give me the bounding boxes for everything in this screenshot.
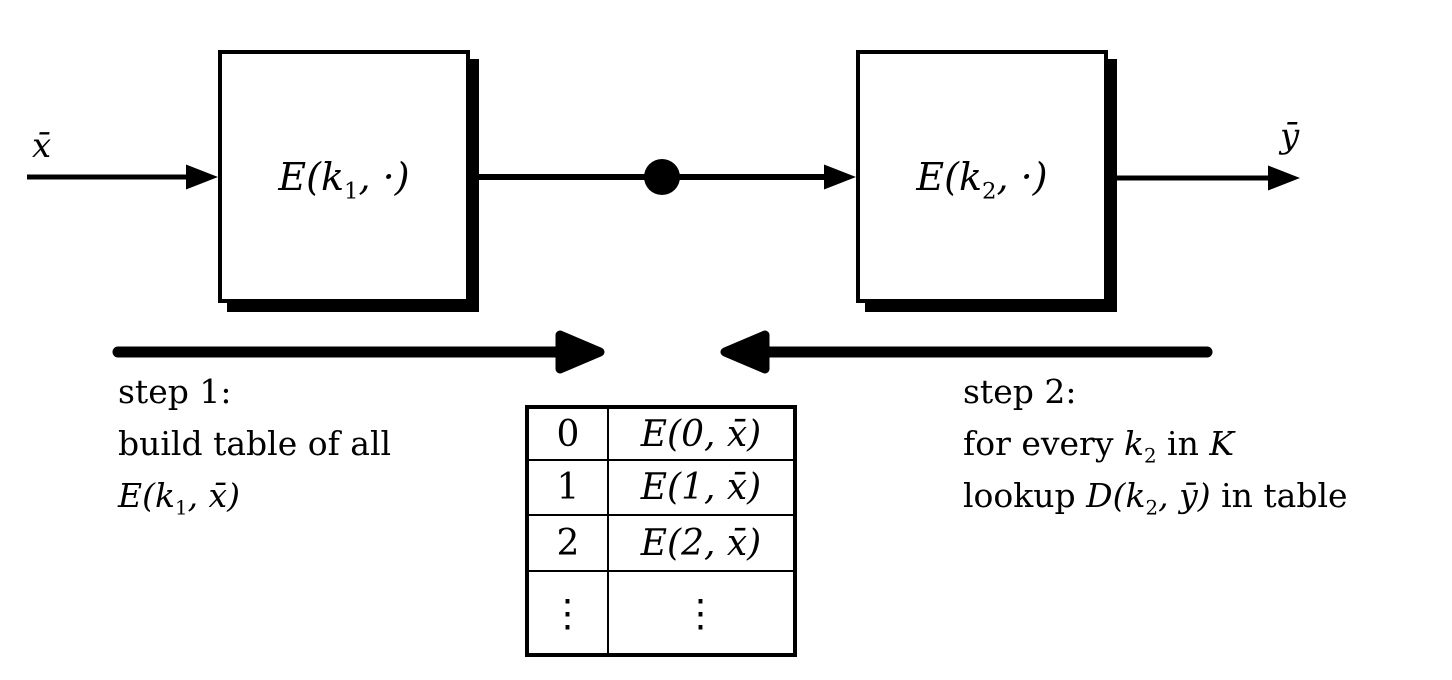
table-value-cell: E(2, x̄): [607, 514, 796, 572]
encryption-box-2: E(k2, ·): [856, 50, 1108, 303]
box1-label-post: , ·): [358, 154, 410, 199]
table-key-cell: 2: [526, 514, 609, 572]
table-key-cell: ⋮: [526, 570, 609, 656]
step1-annotation: step 1: build table of all E(k1, x̄): [118, 366, 391, 522]
table-key-cell: 0: [526, 406, 609, 461]
output-label: ȳ: [1280, 116, 1300, 156]
table-value-cell: E(1, x̄): [607, 459, 796, 516]
step2-line2-prefix: for every: [963, 424, 1124, 463]
output-arrowhead-icon: [1268, 165, 1300, 191]
step2-annotation: step 2: for every k2 in K lookup D(k2, ȳ…: [963, 366, 1348, 522]
box2-label-post: , ·): [996, 154, 1048, 199]
step2-line2-key-sub: 2: [1143, 444, 1157, 468]
step2-line3: lookup D(k2, ȳ) in table: [963, 470, 1348, 522]
step1-math-post: , x̄): [187, 476, 241, 515]
table-row: 2 E(2, x̄): [526, 514, 796, 572]
step1-math-pre: E(k: [118, 476, 175, 515]
table-row: 0 E(0, x̄): [526, 406, 796, 461]
step2-line3-math-pre: D(k: [1086, 476, 1146, 515]
table-value-cell: E(0, x̄): [607, 406, 796, 461]
step2-line2-keyspace-symbol: K: [1209, 424, 1235, 463]
step2-line3-math-post: , ȳ): [1158, 476, 1211, 515]
encryption-box-1-label: E(k1, ·): [278, 154, 410, 203]
step1-line1: step 1:: [118, 372, 232, 411]
step2-line2: for every k2 in K: [963, 418, 1348, 470]
step1-arrowhead-icon: [555, 330, 605, 374]
step2-line3-math-sub: 2: [1145, 496, 1159, 520]
table-key-cell: 1: [526, 459, 609, 516]
step1-math-sub: 1: [174, 496, 188, 520]
table-value-cell: ⋮: [607, 570, 796, 656]
step1-line2: build table of all: [118, 424, 392, 463]
box1-label-pre: E(k: [278, 154, 344, 199]
step2-line2-mid: in: [1156, 424, 1210, 463]
box2-label-pre: E(k: [916, 154, 982, 199]
connector-arrowhead-icon: [824, 164, 856, 190]
input-label: x̄: [32, 126, 52, 166]
step1-line3: E(k1, x̄): [118, 470, 391, 522]
input-arrowhead-icon: [186, 164, 218, 190]
step2-arrowhead-icon: [720, 330, 770, 374]
step2-line1: step 2:: [963, 372, 1077, 411]
box1-label-sub: 1: [344, 178, 359, 205]
encryption-box-2-label: E(k2, ·): [916, 154, 1048, 203]
junction-dot-icon: [644, 159, 680, 195]
step2-line3-suffix: in table: [1210, 476, 1348, 515]
lookup-table: 0 E(0, x̄) 1 E(1, x̄) 2 E(2, x̄) ⋮ ⋮: [525, 405, 797, 657]
step2-line2-key-symbol: k: [1123, 424, 1144, 463]
box2-label-sub: 2: [982, 178, 997, 205]
table-row: ⋮ ⋮: [526, 570, 796, 656]
table-row: 1 E(1, x̄): [526, 459, 796, 516]
encryption-box-1: E(k1, ·): [218, 50, 470, 303]
step2-line3-prefix: lookup: [963, 476, 1087, 515]
